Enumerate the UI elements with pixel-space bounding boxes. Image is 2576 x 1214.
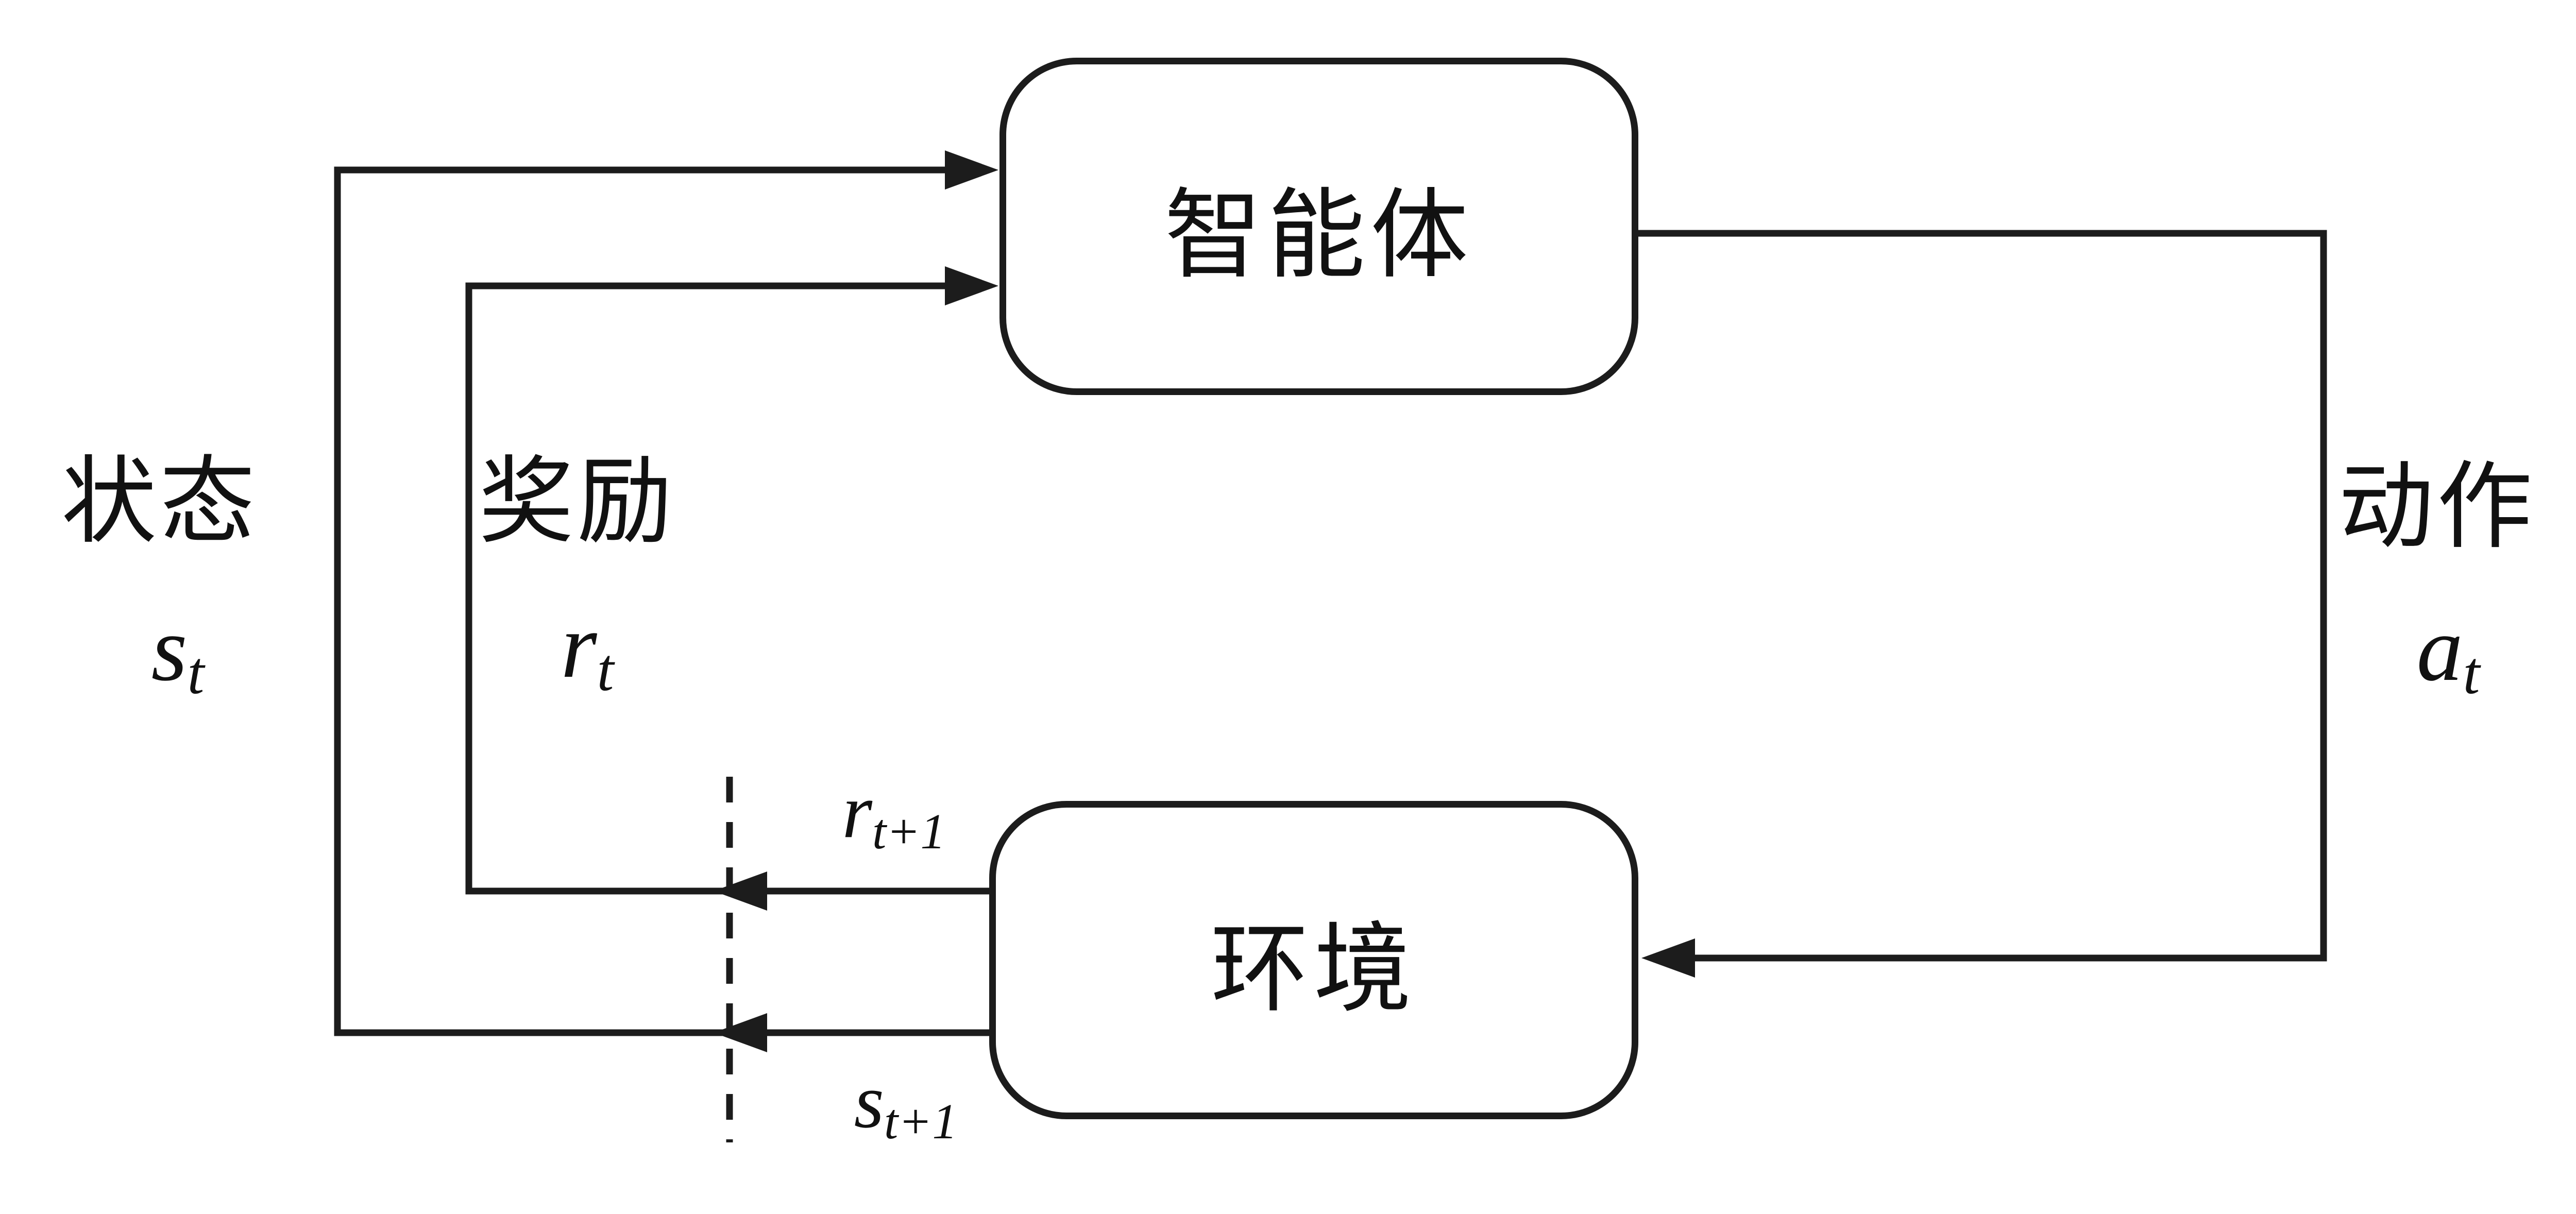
next-reward-symbol: rt+1 <box>842 773 946 857</box>
state-symbol-base: s <box>151 597 188 700</box>
agent-label: 智能体 <box>1164 181 1473 290</box>
environment-box: 环境 <box>989 801 1638 1119</box>
reward-symbol: rt <box>561 600 614 700</box>
agent-box: 智能体 <box>999 58 1638 395</box>
action-label: 动作 <box>2338 454 2535 560</box>
state-arrowhead-at-time-boundary <box>714 1013 767 1052</box>
next-reward-subscript: t+1 <box>872 803 946 860</box>
next-state-subscript: t+1 <box>884 1093 958 1150</box>
environment-label: 环境 <box>1210 914 1417 1024</box>
action-flow-line <box>1638 230 2327 962</box>
action-symbol: at <box>2417 603 2480 704</box>
state-flow-line <box>334 166 990 1036</box>
reward-arrowhead-into-agent <box>945 266 998 305</box>
reward-arrowhead-at-time-boundary <box>714 871 767 911</box>
next-state-base: s <box>854 1058 885 1144</box>
state-arrowhead-into-agent <box>945 150 998 190</box>
next-reward-base: r <box>842 768 873 854</box>
state-symbol-subscript: t <box>187 639 205 707</box>
action-symbol-subscript: t <box>2463 639 2480 707</box>
state-symbol: st <box>151 603 205 704</box>
next-state-symbol: st+1 <box>854 1063 958 1147</box>
state-label: 状态 <box>61 449 258 555</box>
action-symbol-base: a <box>2416 597 2463 700</box>
reward-symbol-subscript: t <box>597 636 614 704</box>
reward-label: 奖励 <box>479 449 675 555</box>
reward-symbol-base: r <box>561 594 597 697</box>
action-arrowhead-into-environment <box>1641 938 1695 978</box>
